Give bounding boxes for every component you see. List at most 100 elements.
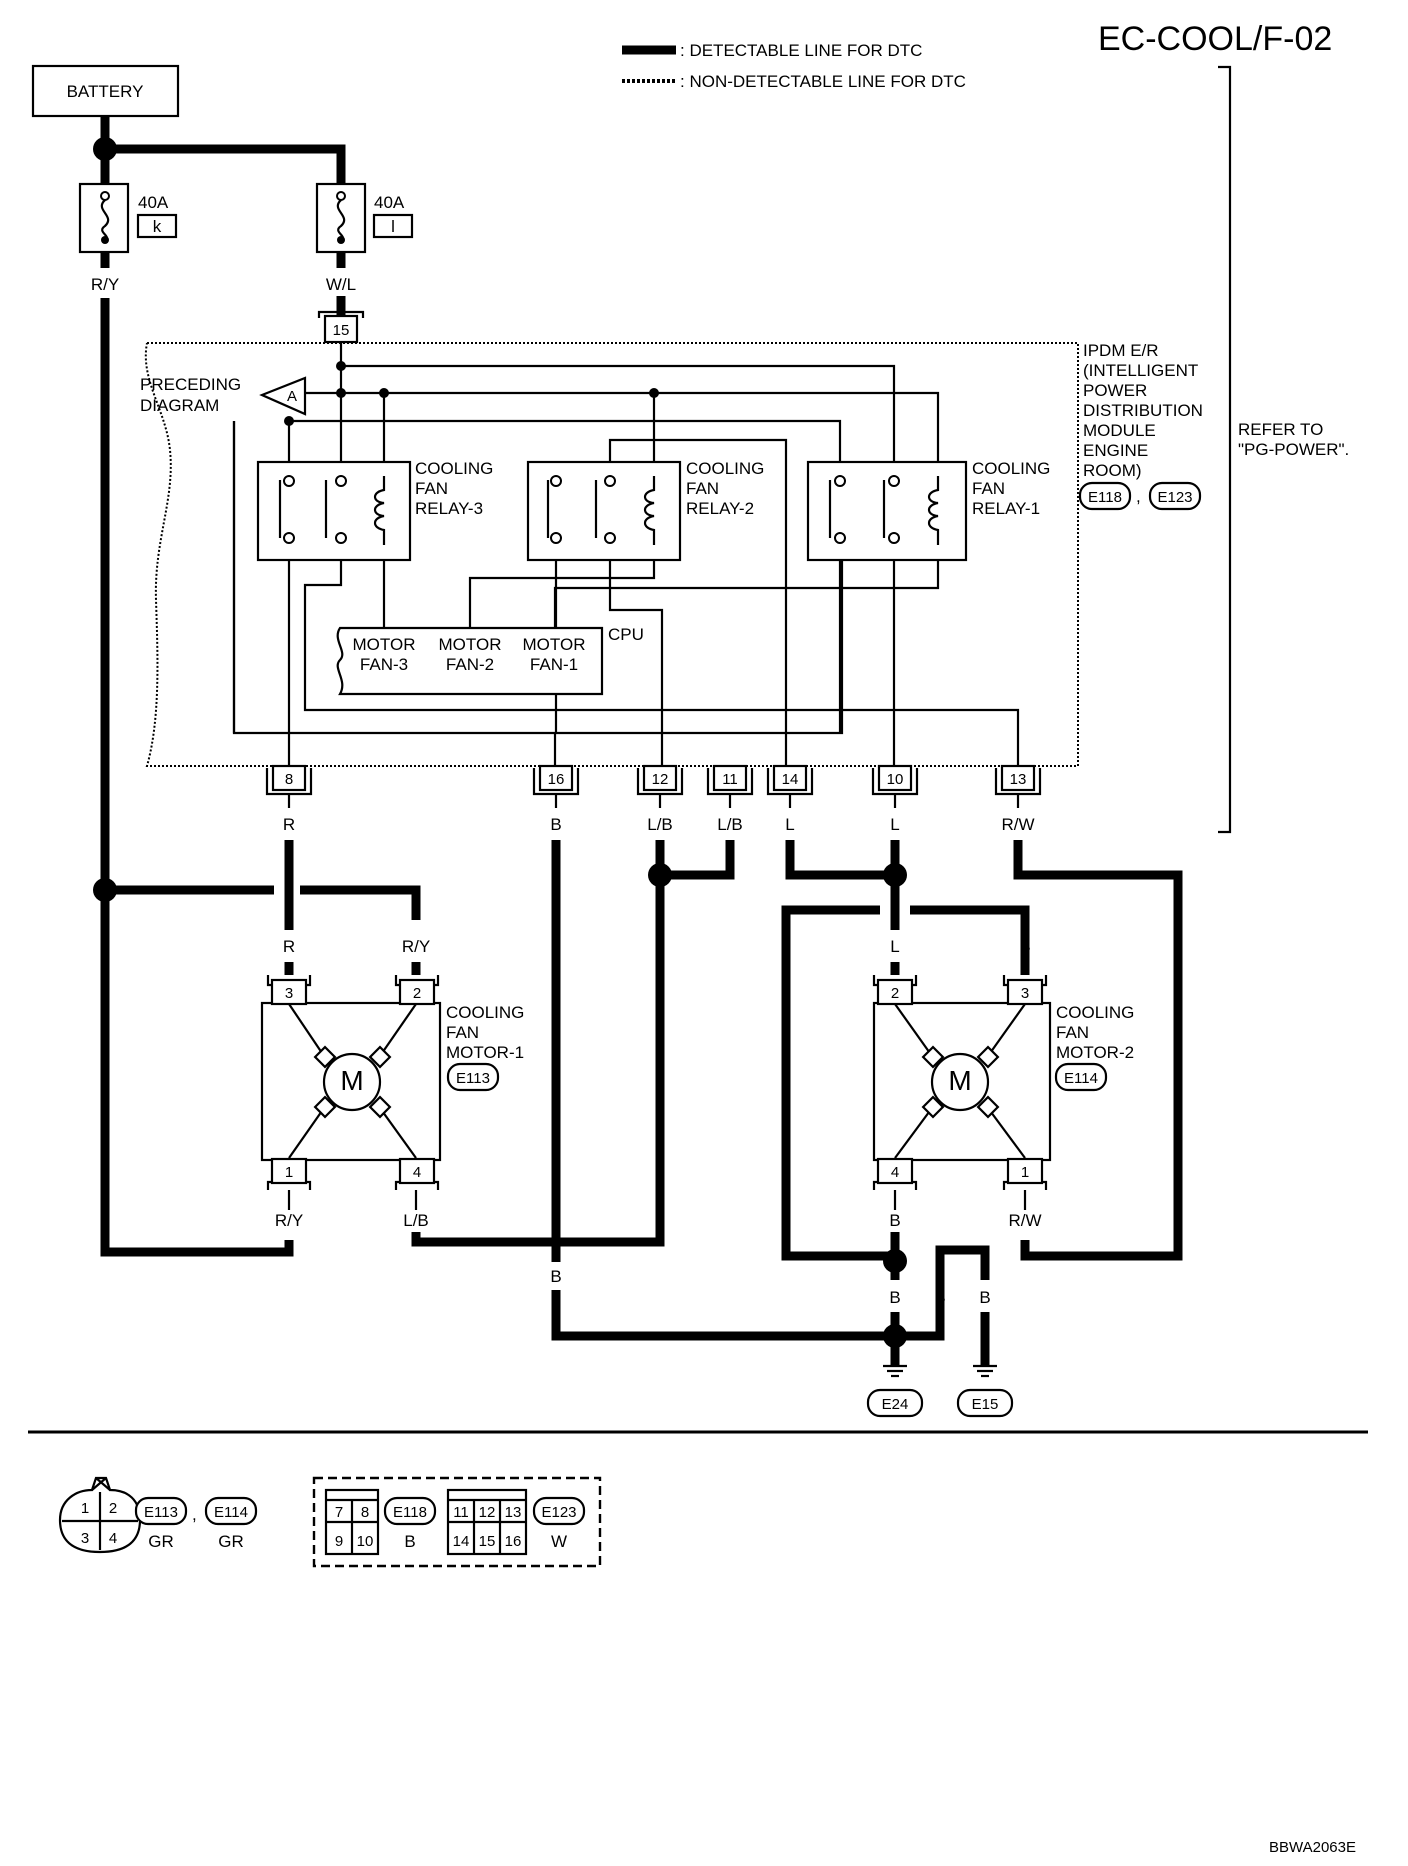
diagram-title: EC-COOL/F-02	[1098, 20, 1332, 58]
motor-1-label-3: MOTOR-1	[446, 1043, 524, 1062]
refer-bracket	[1218, 65, 1232, 834]
ipdm-terminal-13: 13R/W	[994, 764, 1042, 834]
motor-1-pin-2: 2	[413, 985, 421, 1002]
ipdm-internal-wiring	[232, 342, 1020, 766]
relay-1-label-2: FAN	[972, 479, 1005, 498]
m1-wire-ry-bottom: R/Y	[275, 1211, 303, 1230]
ipdm-terminal-wire-color: L	[785, 815, 794, 834]
legend-non-detectable-label: : NON-DETECTABLE LINE FOR DTC	[680, 72, 966, 91]
ipdm-e123-view	[446, 1488, 528, 1556]
ipdm-connector-view-frame	[312, 1476, 602, 1568]
motor-1-pin-4: 4	[413, 1164, 421, 1181]
fuse-k-wire: R/Y	[91, 275, 119, 294]
ipdm-label-0: IPDM E/R	[1083, 341, 1159, 360]
motor-2-pin-1: 1	[1021, 1164, 1029, 1181]
m1-wire-r: R	[283, 937, 295, 956]
svg-text:E113: E113	[456, 1070, 490, 1087]
e123-pin-15: 15	[479, 1533, 496, 1550]
ipdm-label-3: DISTRIBUTION	[1083, 401, 1203, 420]
ipdm-terminal-number: 10	[887, 771, 904, 788]
battery-label: BATTERY	[67, 82, 144, 101]
motor-conn-color-2: GR	[218, 1532, 244, 1551]
ipdm-label-5: ENGINE	[1083, 441, 1148, 460]
cooling-fan-motor-1	[260, 975, 442, 1210]
ipdm-terminal-wire-color: R/W	[1001, 815, 1034, 834]
preceding-flag: A	[259, 376, 307, 416]
m2-wire-l: L	[890, 937, 899, 956]
motor-1-label-2: FAN	[446, 1023, 479, 1042]
svg-text:E24: E24	[882, 1396, 909, 1413]
b-junction-1	[883, 1249, 907, 1273]
ground-wire-1: B	[889, 1288, 900, 1307]
ground-e15: E15	[956, 1364, 1014, 1418]
ground-wire-mid: B	[550, 1267, 561, 1286]
motor-1-label-1: COOLING	[446, 1003, 524, 1022]
motor-fan-1-label-2: FAN-1	[530, 655, 578, 674]
fuse-k-id: k	[153, 217, 162, 236]
m2-wire-b: B	[1019, 937, 1030, 956]
relay-2-label-3: RELAY-2	[686, 499, 754, 518]
ipdm-box	[144, 342, 1079, 767]
e118-pin-7: 7	[335, 1504, 343, 1521]
e123-pin-12: 12	[479, 1504, 496, 1521]
motor-fan-3-label-1: MOTOR	[353, 635, 416, 654]
fuse-l-wire: W/L	[326, 275, 356, 294]
ipdm-connector-e123: E123	[1148, 481, 1202, 511]
e123-pin-13: 13	[505, 1504, 522, 1521]
output-wiring	[284, 840, 1183, 1366]
ipdm-terminal-number: 11	[722, 771, 738, 788]
fuse-k-rating: 40A	[138, 193, 169, 212]
motor-conn-pin-2: 2	[109, 1500, 117, 1517]
fuse-l-rating: 40A	[374, 193, 405, 212]
motor-1-connector: E113	[446, 1062, 500, 1092]
ipdm-label-4: MODULE	[1083, 421, 1156, 440]
svg-text:E118: E118	[393, 1504, 427, 1521]
m2-wire-b-bottom: B	[889, 1211, 900, 1230]
relay-1	[806, 460, 968, 562]
ipdm-terminal-number: 8	[285, 771, 293, 788]
svg-text:E113: E113	[144, 1504, 178, 1521]
ipdm-connector-e118: E118	[1078, 481, 1132, 511]
e123-pin-11: 11	[453, 1504, 469, 1521]
ipdm-terminal-wire-color: L/B	[717, 815, 743, 834]
relay-3	[256, 460, 412, 562]
ipdm-terminal-8: 8R	[265, 764, 313, 834]
e123-id: E123	[532, 1496, 586, 1526]
svg-text:E114: E114	[214, 1504, 248, 1521]
ipdm-terminal-15: 15	[317, 310, 365, 344]
motor-2-label-2: FAN	[1056, 1023, 1089, 1042]
e123-pin-14: 14	[453, 1533, 470, 1550]
motor-conn-pin-3: 3	[81, 1530, 89, 1547]
cpu-label: CPU	[608, 625, 644, 644]
ipdm-terminal-number: 13	[1010, 771, 1027, 788]
cooling-fan-motor-2	[872, 975, 1052, 1210]
motor-conn-separator: ,	[192, 1505, 197, 1524]
relay-1-label-1: COOLING	[972, 459, 1050, 478]
m2-wire-rw-bottom: R/W	[1008, 1211, 1041, 1230]
relay-2-label-2: FAN	[686, 479, 719, 498]
battery-box	[31, 64, 180, 118]
fuse-l-id: l	[391, 217, 395, 236]
ipdm-terminal-number: 16	[548, 771, 565, 788]
svg-text:E123: E123	[1157, 489, 1192, 506]
motor-fan-3-label-2: FAN-3	[360, 655, 408, 674]
svg-text:15: 15	[333, 322, 350, 339]
motor-2-pin-2: 2	[891, 985, 899, 1002]
motor-conn-pin-4: 4	[109, 1530, 117, 1547]
svg-text:A: A	[287, 388, 297, 405]
ipdm-terminal-12: 12L/B	[636, 764, 684, 834]
preceding-label-1: PRECEDING	[140, 375, 241, 394]
motor-2-label-1: COOLING	[1056, 1003, 1134, 1022]
relay-3-label-1: COOLING	[415, 459, 493, 478]
svg-text:E118: E118	[1088, 489, 1122, 506]
svg-text:E15: E15	[972, 1396, 999, 1413]
motor-1-pin-3: 3	[285, 985, 293, 1002]
preceding-label-2: DIAGRAM	[140, 396, 219, 415]
svg-text:,: ,	[1136, 487, 1141, 506]
motor-2-connector: E114	[1054, 1062, 1108, 1092]
ipdm-terminal-10: 10L	[871, 764, 919, 834]
ground-e24: E24	[866, 1364, 924, 1418]
fuse-k: 40A k	[78, 182, 178, 254]
